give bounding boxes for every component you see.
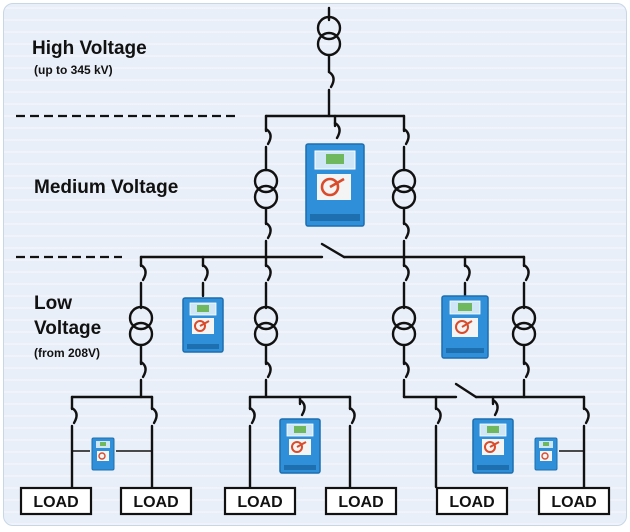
load-box-1: LOAD	[19, 486, 93, 516]
distribution-left-pair	[70, 395, 158, 489]
ups-cabinet-lv-left	[182, 297, 224, 353]
low-voltage-subtitle: (from 208V)	[34, 346, 100, 360]
load-box-6: LOAD	[537, 486, 611, 516]
ups-cabinet-small-1	[91, 437, 115, 471]
distribution-right-group	[402, 382, 590, 489]
ups-cabinet-lv-right	[441, 295, 489, 359]
load-label-5: LOAD	[449, 494, 494, 511]
ups-cabinet-right	[472, 418, 514, 474]
load-box-2: LOAD	[119, 486, 193, 516]
medium-voltage-bus	[253, 114, 417, 258]
low-voltage-title-line2: Voltage	[34, 318, 101, 339]
load-box-4: LOAD	[324, 486, 398, 516]
load-label-1: LOAD	[33, 494, 78, 511]
high-voltage-subtitle: (up to 345 kV)	[34, 63, 113, 77]
low-voltage-bus	[139, 242, 526, 259]
load-label-4: LOAD	[338, 494, 383, 511]
diagram-frame: High Voltage (up to 345 kV) Medium Volta…	[3, 3, 627, 526]
main-transformer	[316, 6, 342, 118]
load-label-6: LOAD	[551, 494, 596, 511]
lv-right-feeder	[391, 255, 537, 399]
load-label-3: LOAD	[237, 494, 282, 511]
distribution-center-pair	[248, 395, 356, 489]
power-distribution-diagram: High Voltage (up to 345 kV) Medium Volta…	[16, 6, 611, 516]
high-voltage-title: High Voltage	[32, 38, 147, 59]
ups-cabinet-medium	[305, 143, 365, 227]
ups-cabinet-center	[279, 418, 321, 474]
lv-mid-feeder	[253, 255, 279, 399]
low-voltage-title-line1: Low	[34, 293, 72, 314]
lv-left-feeder	[128, 255, 209, 399]
load-box-3: LOAD	[223, 486, 297, 516]
load-label-2: LOAD	[133, 494, 178, 511]
load-box-5: LOAD	[435, 486, 509, 516]
ups-cabinet-small-2	[534, 437, 558, 471]
medium-voltage-title: Medium Voltage	[34, 177, 178, 198]
